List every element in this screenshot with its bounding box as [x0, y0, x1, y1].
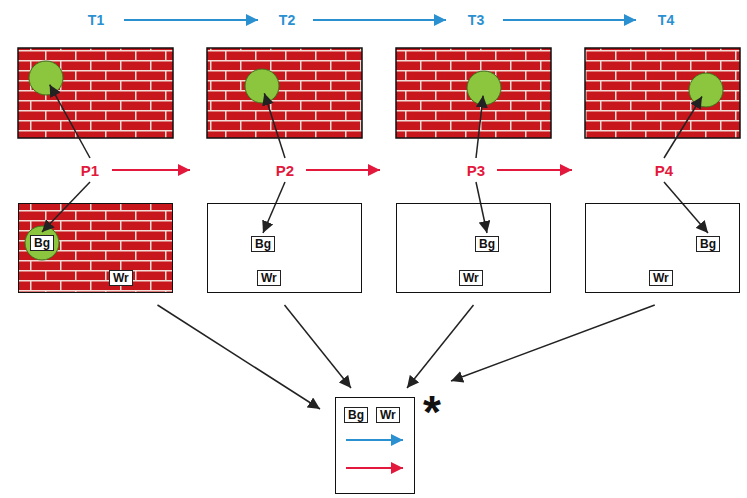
- green-target: [245, 69, 279, 103]
- state-panel: Bg Wr: [335, 397, 415, 494]
- brick-wall: [396, 48, 551, 138]
- brick-wall: [18, 48, 173, 138]
- summary-arrow: [346, 439, 403, 441]
- brick-wall: [585, 48, 740, 138]
- state-panel: BgWr: [396, 203, 551, 293]
- node-text: Bg: [479, 237, 495, 251]
- sequence-arrow: [497, 169, 572, 171]
- pointer-arrow: [476, 182, 487, 233]
- flow-connector: [451, 305, 655, 381]
- label-box: Bg: [475, 236, 499, 252]
- pointer-arrow: [50, 85, 90, 158]
- position-label: P3: [467, 162, 485, 179]
- node-text: Wr: [463, 271, 479, 285]
- node-text: Bg: [255, 237, 271, 251]
- label-box: Wr: [376, 407, 400, 423]
- label-box: Bg: [30, 235, 54, 251]
- node-text: Wr: [113, 271, 129, 285]
- sequence-arrow: [306, 169, 380, 171]
- node-text: Bg: [34, 236, 50, 250]
- pointer-arrow: [664, 182, 708, 233]
- time-label: T1: [88, 12, 104, 28]
- time-arrow: [503, 19, 636, 21]
- green-target: [467, 71, 501, 105]
- pointer-arrow: [664, 97, 702, 158]
- brick-wall: [18, 203, 173, 293]
- brick-wall: [207, 48, 362, 138]
- node-text: Wr: [653, 271, 669, 285]
- node-text: Bg: [700, 237, 716, 251]
- time-label: T3: [468, 12, 484, 28]
- summary-arrow: [346, 467, 403, 469]
- time-arrow: [313, 19, 446, 21]
- node-text: Wr: [261, 271, 277, 285]
- pointer-arrow: [263, 182, 285, 233]
- pointer-arrow: [476, 96, 483, 158]
- position-label: P4: [655, 162, 673, 179]
- illustration-layer: [18, 20, 740, 468]
- asterisk-mark: *: [423, 389, 441, 435]
- pointer-arrow: [264, 93, 285, 158]
- time-arrow: [124, 19, 258, 21]
- position-label: P1: [81, 162, 99, 179]
- state-panel: BgWr: [207, 203, 362, 293]
- node-text: Bg: [348, 408, 364, 422]
- time-label: T4: [658, 12, 674, 28]
- label-box: Bg: [344, 407, 368, 423]
- sequence-arrow: [112, 169, 190, 171]
- state-panel: BgWr: [18, 203, 173, 293]
- label-box: Bg: [696, 236, 720, 252]
- flow-connector: [285, 305, 352, 388]
- green-target: [29, 61, 63, 95]
- flow-connector: [158, 305, 321, 409]
- time-label: T2: [279, 12, 295, 28]
- position-label: P2: [276, 162, 294, 179]
- label-box: Bg: [251, 236, 275, 252]
- label-box: Wr: [459, 270, 483, 286]
- pointer-arrow: [42, 182, 90, 232]
- state-panel: BgWr: [585, 203, 740, 293]
- label-box: Wr: [109, 270, 133, 286]
- green-target: [689, 73, 723, 107]
- label-box: Wr: [649, 270, 673, 286]
- node-text: Wr: [380, 408, 396, 422]
- label-box: Wr: [257, 270, 281, 286]
